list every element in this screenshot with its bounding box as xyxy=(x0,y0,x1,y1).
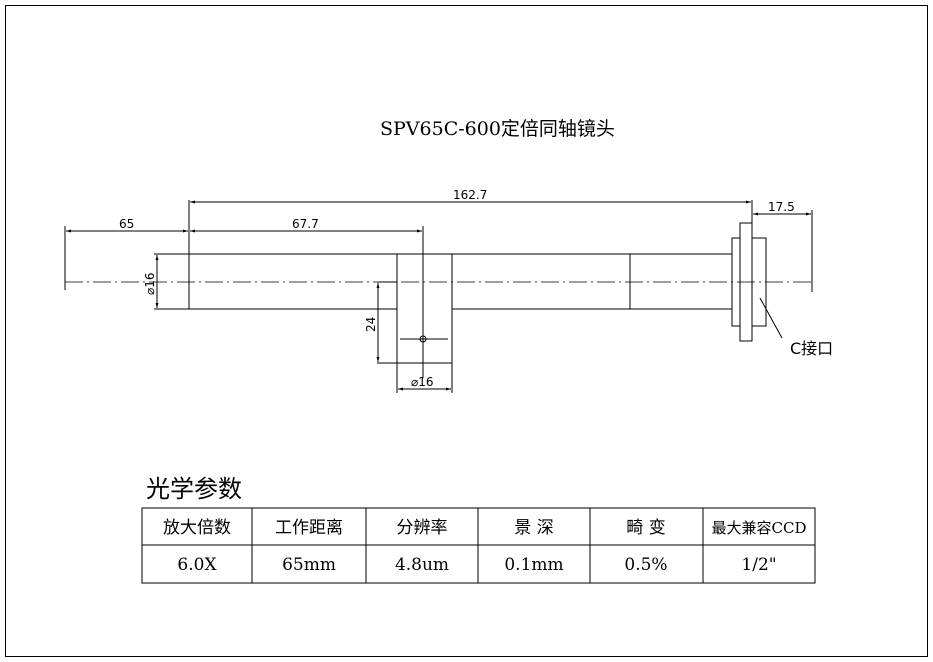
table-header: 景 深 xyxy=(514,518,553,538)
svg-text:⌀16: ⌀16 xyxy=(143,273,157,296)
table-cell: 0.5% xyxy=(624,555,667,575)
table-cell: 6.0X xyxy=(177,555,217,575)
params-table: 放大倍数 工作距离 分辨率 景 深 畸 变 最大兼容CCD 6.0X 65mm … xyxy=(141,507,816,584)
c-mount-label: C接口 xyxy=(790,339,833,358)
table-cell: 65mm xyxy=(282,555,336,575)
lens-tube xyxy=(154,200,732,310)
coaxial-light-port xyxy=(377,226,453,393)
table-header: 最大兼容CCD xyxy=(712,519,807,537)
dim-side-port-depth: 24 xyxy=(364,283,380,362)
svg-text:162.7: 162.7 xyxy=(453,188,487,202)
table-header: 分辨率 xyxy=(397,518,448,538)
dim-side-port-offset: 67.7 xyxy=(190,217,422,233)
table-header: 工作距离 xyxy=(275,518,343,538)
c-mount xyxy=(731,222,783,342)
dim-total-length: 162.7 xyxy=(190,188,751,204)
table-header: 畸 变 xyxy=(626,518,665,538)
svg-text:65: 65 xyxy=(119,217,134,231)
table-cell: 1/2" xyxy=(741,555,776,575)
dim-side-port-diameter: ⌀16 xyxy=(398,375,451,391)
svg-text:⌀16: ⌀16 xyxy=(411,375,434,389)
dim-working-distance: 65 xyxy=(66,217,188,233)
svg-text:67.7: 67.7 xyxy=(292,217,319,231)
table-cell: 4.8um xyxy=(395,555,449,575)
table-header: 放大倍数 xyxy=(163,518,231,538)
table-cell: 0.1mm xyxy=(504,555,563,575)
svg-text:17.5: 17.5 xyxy=(768,200,795,214)
params-heading: 光学参数 xyxy=(146,475,242,503)
drawing-title: SPV65C-600定倍同轴镜头 xyxy=(380,118,615,140)
drawing-frame xyxy=(5,5,928,657)
dim-tube-diameter: ⌀16 xyxy=(143,255,159,308)
svg-text:24: 24 xyxy=(364,317,378,332)
dim-mount-length: 17.5 xyxy=(753,200,811,216)
